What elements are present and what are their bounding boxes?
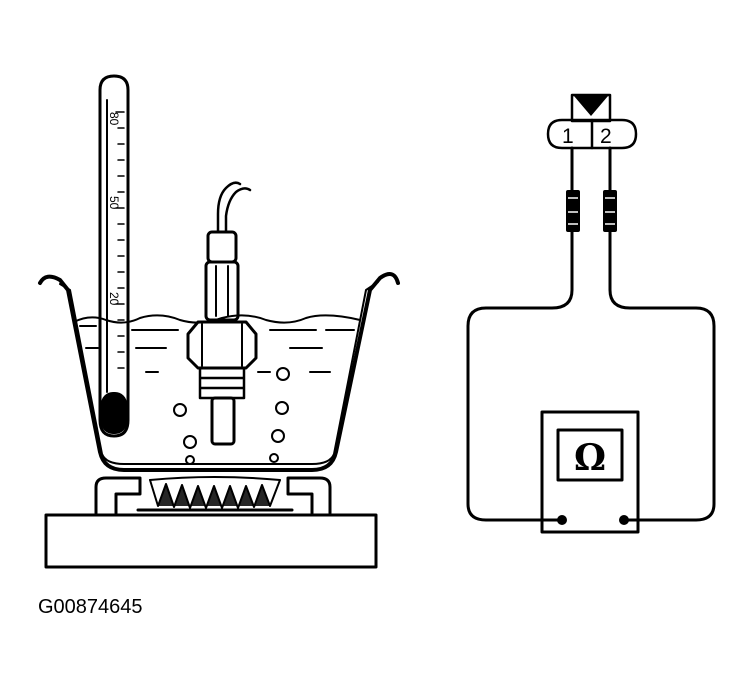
ohmmeter-terminal-left	[557, 515, 567, 525]
temperature-sensor	[186, 181, 258, 446]
ohm-symbol: Ω	[574, 437, 606, 479]
water	[73, 314, 361, 373]
thermometer-label-50: 50	[107, 196, 121, 210]
connector-pin-1: 1	[562, 125, 574, 148]
ohmmeter-terminal-right	[619, 515, 629, 525]
thermometer: 80 50 20	[98, 74, 130, 438]
thermometer-label-20: 20	[107, 292, 121, 306]
thermometer-label-80: 80	[107, 112, 121, 126]
burner-flame	[149, 476, 281, 509]
connector: 1 2	[546, 93, 638, 150]
figure-id: G00874645	[38, 596, 143, 618]
test-leads	[466, 146, 716, 522]
ohmmeter: Ω	[540, 410, 640, 534]
bubbles	[173, 367, 290, 465]
stove	[44, 476, 378, 569]
water-pot	[38, 272, 400, 472]
thermometer-scale: 80 50 20	[107, 111, 125, 369]
connector-pin-2: 2	[600, 125, 612, 148]
